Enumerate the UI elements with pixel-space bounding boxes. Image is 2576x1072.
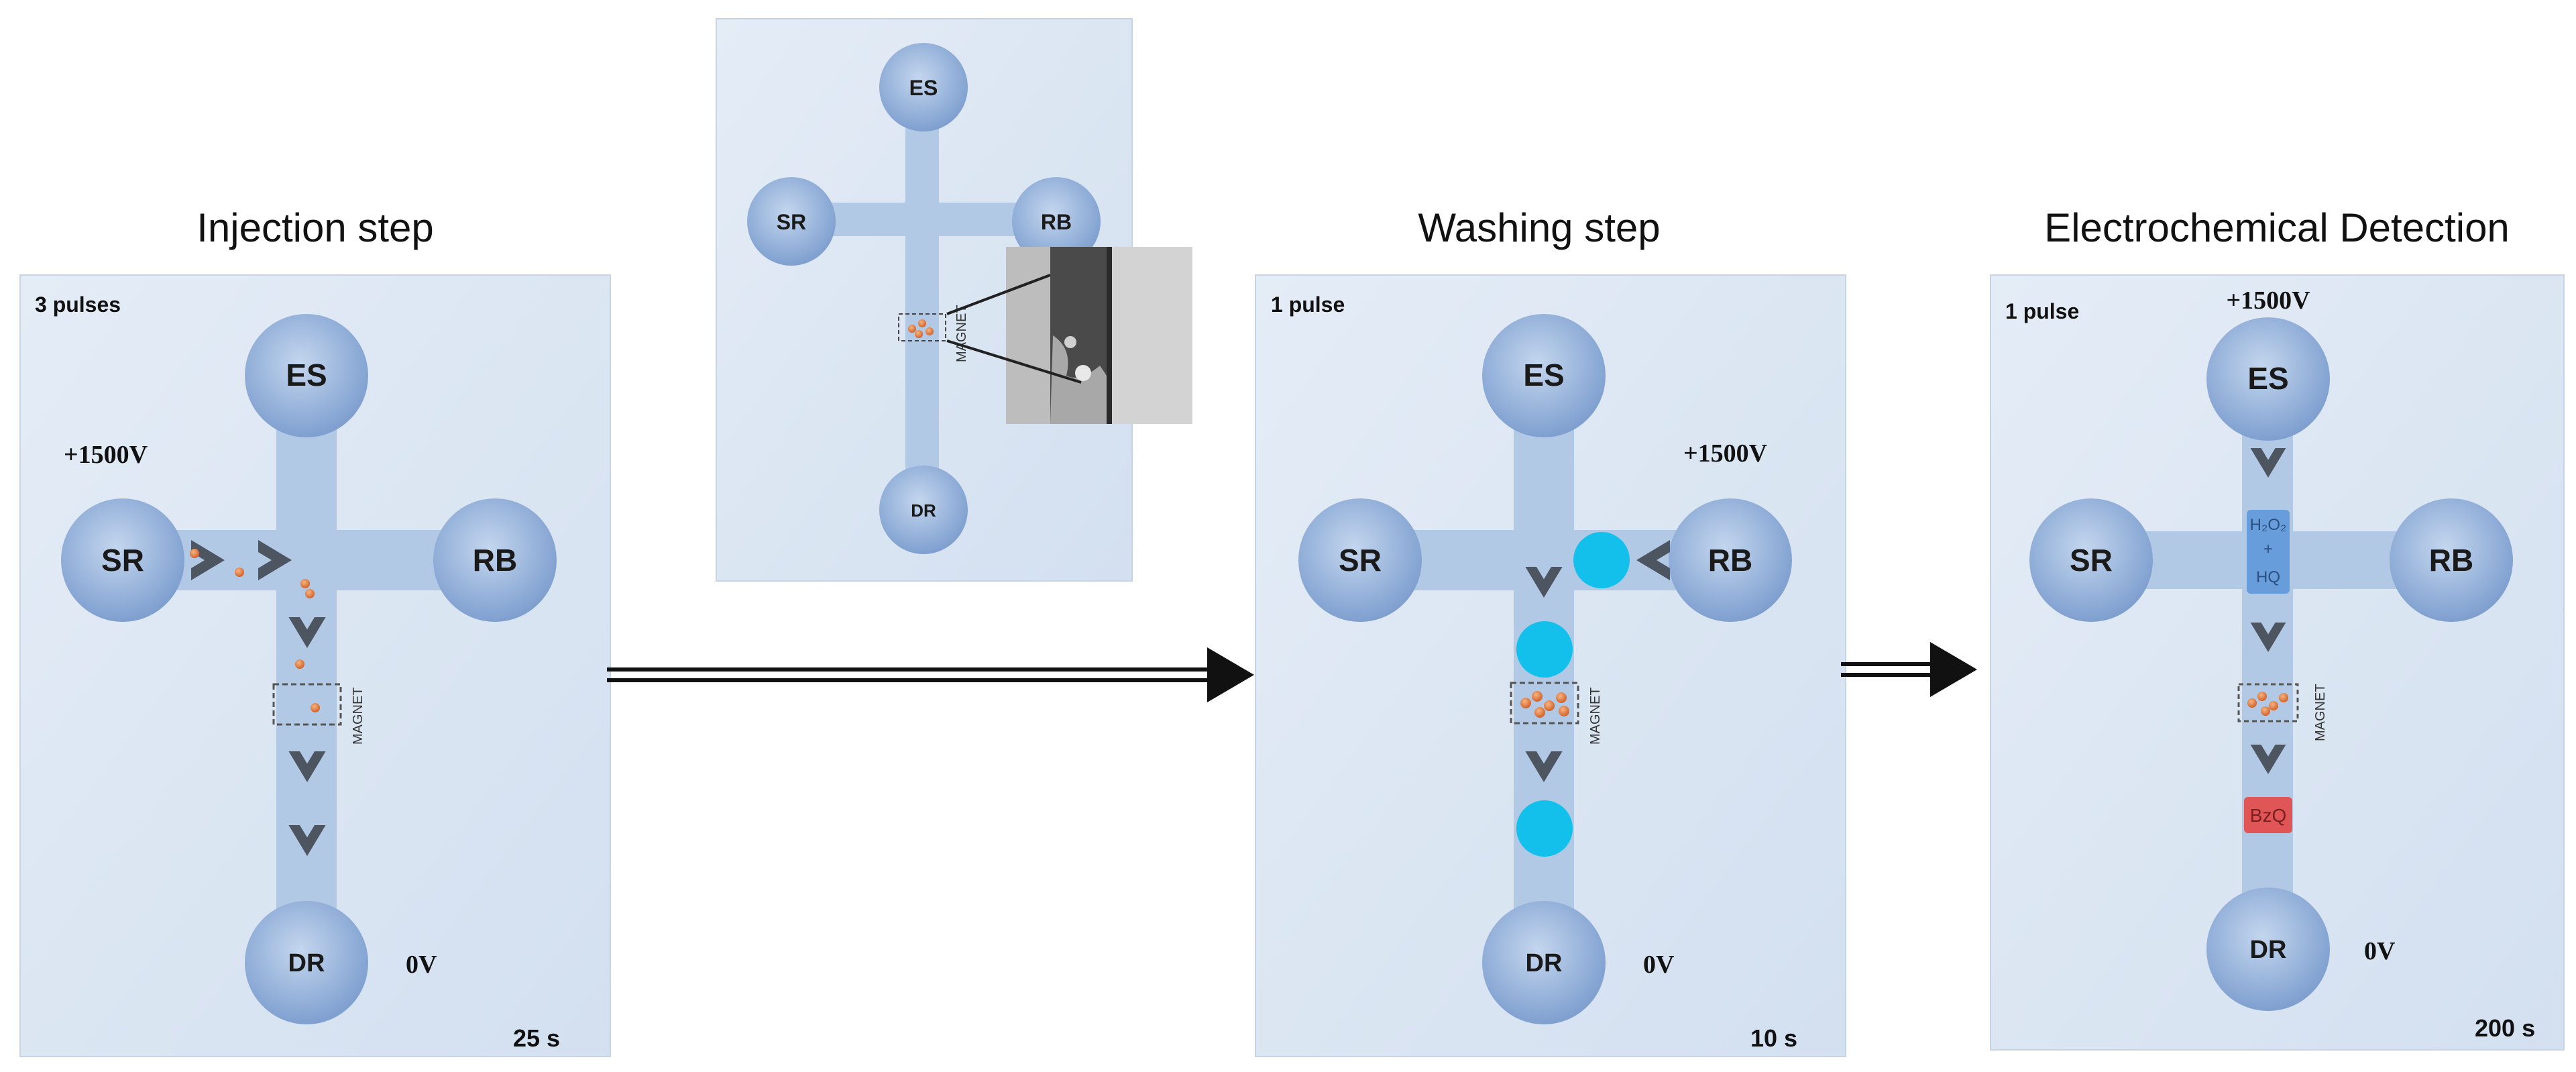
detection-label-dr: DR	[2250, 936, 2287, 964]
detection-reagent-line3: HQ	[2256, 568, 2280, 586]
washing-bead	[1520, 698, 1531, 708]
washing-label-sr: SR	[1339, 543, 1382, 578]
injection-voltage-top: +1500V	[64, 441, 148, 469]
injection-bead	[235, 568, 244, 577]
overview-label-sr: SR	[777, 210, 806, 234]
micrograph-image	[1006, 247, 1192, 424]
overview-bead	[926, 327, 934, 335]
detection-magnet-zone	[2237, 683, 2299, 722]
injection-bead	[295, 659, 304, 669]
arrow-washing-to-detection	[1841, 642, 1977, 697]
washing-bead	[1556, 692, 1567, 703]
washing-reservoir-dr	[1482, 901, 1606, 1024]
injection-reservoir-rb	[433, 498, 557, 622]
washing-label-rb: RB	[1708, 543, 1752, 578]
detection-label-rb: RB	[2429, 543, 2473, 578]
injection-voltage-bottom: 0V	[406, 951, 437, 979]
detection-title: Electrochemical Detection	[2044, 205, 2510, 250]
injection-vertical-channel	[276, 376, 337, 966]
injection-panel: Injection step 3 pulses ES SR RB DR +150…	[19, 205, 611, 1057]
overview-bead	[918, 319, 926, 327]
washing-label-es: ES	[1523, 358, 1564, 392]
injection-pulses: 3 pulses	[35, 292, 121, 317]
detection-label-sr: SR	[2070, 543, 2113, 578]
overview-reservoir-sr	[747, 177, 836, 266]
overview-label-es: ES	[909, 76, 938, 100]
washing-bead	[1544, 700, 1555, 711]
detection-voltage-bottom: 0V	[2364, 937, 2396, 965]
washing-reservoir-sr	[1298, 498, 1422, 622]
detection-bead	[2257, 692, 2267, 701]
washing-buffer-plug	[1573, 532, 1630, 588]
detection-bead	[2261, 706, 2270, 716]
detection-reservoir-dr	[2206, 888, 2330, 1011]
detection-bead	[2269, 701, 2278, 710]
injection-magnet-label: MAGNET	[351, 687, 366, 745]
detection-label-es: ES	[2247, 361, 2288, 396]
detection-reagent-line1: H₂O₂	[2250, 516, 2287, 534]
detection-reservoir-es	[2206, 317, 2330, 441]
detection-voltage-top: +1500V	[2226, 286, 2310, 315]
overview-reservoir-dr	[879, 466, 968, 554]
detection-bead	[2279, 693, 2288, 702]
overview-magnet-label: MAGNET	[954, 305, 969, 362]
washing-reservoir-rb	[1669, 498, 1792, 622]
washing-magnet-zone	[1510, 682, 1579, 725]
injection-bead	[311, 703, 320, 712]
washing-label-dr: DR	[1526, 949, 1563, 977]
detection-time: 200 s	[2475, 1014, 2535, 1042]
injection-label-dr: DR	[288, 949, 325, 977]
injection-label-sr: SR	[101, 543, 144, 578]
zoom-line-top	[946, 274, 1051, 315]
detection-panel: Electrochemical Detection 1 pulse ES SR …	[1990, 205, 2565, 1051]
injection-reservoir-es	[245, 314, 368, 437]
washing-bead	[1559, 706, 1569, 716]
overview-vertical-channel	[905, 87, 939, 510]
detection-product-plug	[2244, 797, 2292, 833]
washing-bead	[1534, 707, 1545, 718]
washing-title: Washing step	[1418, 205, 1660, 250]
washing-reservoir-es	[1482, 314, 1606, 437]
injection-time: 25 s	[513, 1024, 560, 1052]
detection-reagent-plug	[2247, 510, 2290, 594]
overview-reservoir-rb	[1012, 177, 1101, 266]
washing-panel: Washing step 1 pulse ES SR RB DR +1500V …	[1255, 205, 1846, 1057]
arrow-injection-to-washing	[607, 647, 1254, 702]
injection-label-rb: RB	[473, 543, 517, 578]
washing-bead	[1532, 691, 1543, 702]
detection-product-label: BzQ	[2250, 805, 2286, 826]
injection-bead	[305, 589, 315, 598]
injection-reservoir-dr	[245, 901, 368, 1024]
overview-bead	[915, 330, 923, 338]
overview-label-dr: DR	[911, 500, 936, 521]
washing-buffer-plug	[1516, 621, 1573, 678]
overview-reservoir-es	[879, 43, 968, 131]
detection-magnet-label: MAGNET	[2313, 684, 2328, 741]
zoom-line-bottom	[946, 339, 1082, 384]
injection-magnet-zone	[272, 683, 342, 726]
washing-voltage-bottom: 0V	[1643, 951, 1675, 979]
injection-title: Injection step	[197, 205, 434, 250]
washing-pulses: 1 pulse	[1271, 292, 1345, 317]
detection-reservoir-sr	[2029, 498, 2153, 622]
overview-panel: ES SR RB DR MAGNET	[716, 18, 1192, 582]
injection-bead	[190, 549, 199, 558]
washing-time: 10 s	[1750, 1024, 1797, 1052]
washing-buffer-plug	[1516, 800, 1573, 857]
detection-reservoir-rb	[2390, 498, 2513, 622]
injection-bead	[300, 579, 310, 588]
overview-label-rb: RB	[1041, 210, 1072, 234]
overview-bead	[908, 325, 916, 333]
injection-label-es: ES	[286, 358, 327, 392]
detection-bead	[2247, 698, 2257, 708]
washing-voltage-top: +1500V	[1683, 439, 1768, 468]
detection-pulses: 1 pulse	[2005, 299, 2079, 323]
detection-reagent-line2: +	[2263, 540, 2273, 558]
washing-magnet-label: MAGNET	[1588, 687, 1603, 745]
injection-reservoir-sr	[61, 498, 184, 622]
overview-magnet-zone	[898, 313, 946, 341]
